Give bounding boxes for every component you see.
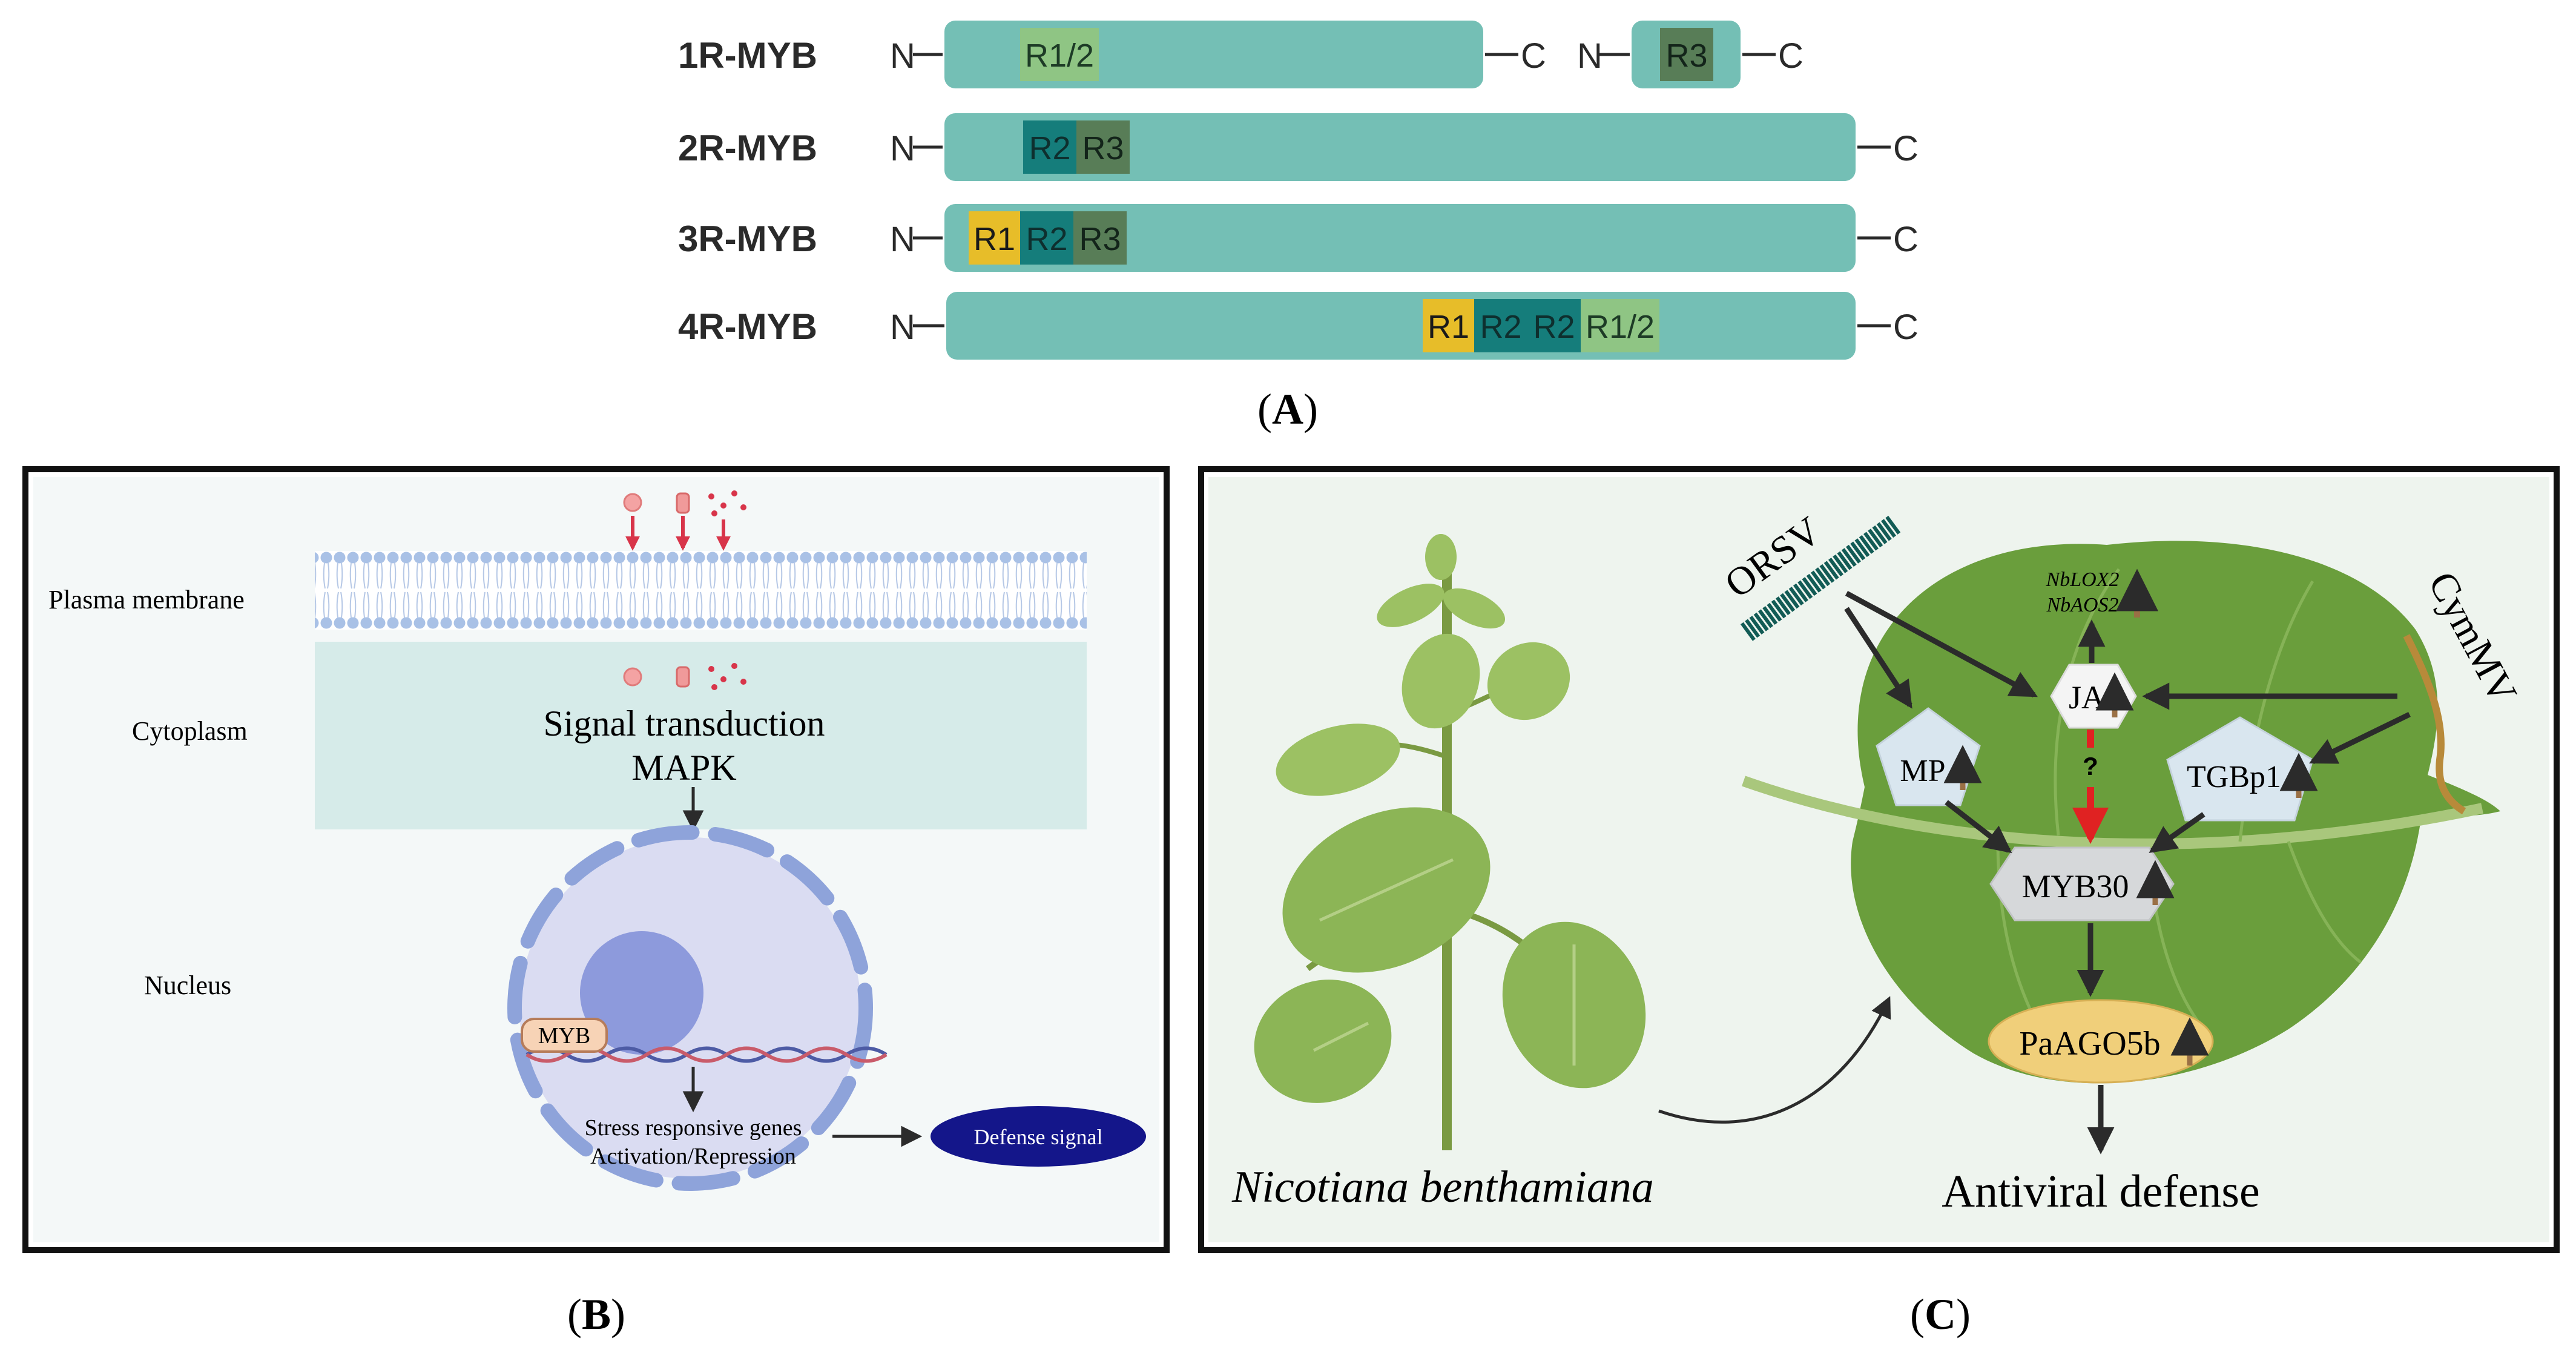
domain-box: [1073, 211, 1127, 265]
leaf-veins: [1996, 568, 2362, 1043]
myb-class-label: 3R-MYB: [678, 219, 817, 259]
uncertain-link-question: ?: [2083, 752, 2098, 780]
nblox2-label: NbLOX2: [2046, 568, 2120, 591]
fragment-c-terminus-label: C: [1778, 36, 1804, 76]
panel-c-antiviral-pathway: Nicotiana benthamiana ORSV CymMV NbLOX2 …: [1198, 466, 2560, 1253]
panel-b-signaling: Plasma membrane Cytoplasm Signal transdu…: [22, 466, 1170, 1253]
plant-species-label: Nicotiana benthamiana: [1231, 1162, 1654, 1212]
ja-label: JA: [2069, 679, 2105, 716]
c-terminus-label: C: [1893, 129, 1919, 168]
paago5b-node: [1988, 999, 2214, 1084]
plant-to-leaf-arrow: [1658, 996, 1891, 1124]
domain-box: [969, 211, 1020, 265]
domain-label: R1: [1428, 309, 1469, 345]
domain-box: [1023, 120, 1076, 174]
domain-box: [1474, 299, 1527, 352]
myb30-label: MYB30: [2021, 868, 2129, 904]
domain-label: R2: [1029, 130, 1070, 166]
domain-label: R3: [1082, 130, 1124, 166]
domain-box: [1660, 28, 1713, 81]
signal-transduction-text: Signal transduction: [544, 703, 825, 743]
domain-label: R3: [1079, 221, 1121, 257]
myb-class-label: 2R-MYB: [678, 128, 817, 168]
cymmv-virus-icon: [2403, 634, 2466, 815]
tgbp1-to-myb30-arrow: [2149, 812, 2205, 853]
orsv-to-ja-arrow: [1845, 591, 2038, 697]
domain-box: [1423, 299, 1474, 352]
myb-protein: [521, 1018, 608, 1053]
plasma-membrane-bilayer: [315, 551, 1087, 630]
domain-label: R1/2: [1025, 38, 1094, 74]
domain-box: [1076, 120, 1130, 174]
orsv-to-mp-arrow: [1844, 607, 1912, 709]
domain-box: [1581, 299, 1659, 352]
domain-box: [1020, 28, 1099, 81]
mp-to-myb30-arrow: [1945, 800, 2012, 854]
myb-class-label: 4R-MYB: [678, 306, 817, 347]
nbaos2-label: NbAOS2: [2046, 594, 2119, 616]
internal-stimulus-icons: [623, 663, 746, 690]
c-terminus-label: C: [1893, 308, 1919, 347]
panel-c-caption: (C): [1910, 1290, 1971, 1339]
mp-label: MP: [1900, 754, 1945, 788]
defense-signal-ellipse: [931, 1106, 1146, 1167]
stimulus-icons: [623, 490, 746, 551]
panel-b-caption: (B): [567, 1290, 625, 1339]
n-terminus-label: N: [890, 308, 915, 347]
domain-box: [1020, 211, 1073, 265]
cytoplasm-region: [315, 642, 1087, 829]
domain-label: R1/2: [1586, 309, 1655, 345]
stress-genes-text: Stress responsive genes: [585, 1115, 802, 1141]
antiviral-defense-label: Antiviral defense: [1942, 1166, 2259, 1217]
domain-label: R2: [1533, 309, 1575, 345]
paago5b-label: PaAGO5b: [2019, 1025, 2160, 1063]
n-terminus-label: N: [890, 129, 915, 168]
domain-label: R1: [973, 221, 1015, 257]
cymmv-to-tgbp1-arrow: [2308, 711, 2411, 765]
mapk-text: MAPK: [631, 748, 736, 788]
tgbp1-label: TGBp1: [2187, 760, 2281, 794]
nucleus-label: Nucleus: [144, 970, 231, 1000]
orsv-virus-icon: [1740, 515, 1902, 641]
n-terminus-label: N: [890, 220, 915, 259]
tgbp1-node: [2166, 716, 2314, 822]
protein-body: [944, 204, 1856, 272]
activation-repression-text: Activation/Repression: [590, 1144, 796, 1169]
protein-body: [944, 113, 1856, 181]
c-terminus-label: C: [1893, 220, 1919, 259]
cytoplasm-label: Cytoplasm: [132, 716, 248, 746]
panel-a-caption: (A): [1257, 385, 1318, 433]
defense-signal-text: Defense signal: [974, 1125, 1103, 1149]
fragment-n-terminus-label: N: [1577, 36, 1603, 76]
domain-label: R2: [1026, 221, 1067, 257]
nicotiana-plant-illustration: [1254, 534, 1646, 1150]
domain-label: R3: [1665, 38, 1707, 74]
n-terminus-label: N: [890, 36, 915, 76]
protein-body: [946, 292, 1856, 360]
domain-box: [1527, 299, 1581, 352]
domain-label: R2: [1480, 309, 1521, 345]
c-terminus-label: C: [1521, 36, 1546, 76]
nucleus: [507, 825, 873, 1191]
nucleolus: [580, 931, 703, 1055]
myb-label: MYB: [538, 1023, 591, 1049]
myb-class-label: 1R-MYB: [678, 35, 817, 76]
plasma-membrane-label: Plasma membrane: [48, 585, 245, 614]
